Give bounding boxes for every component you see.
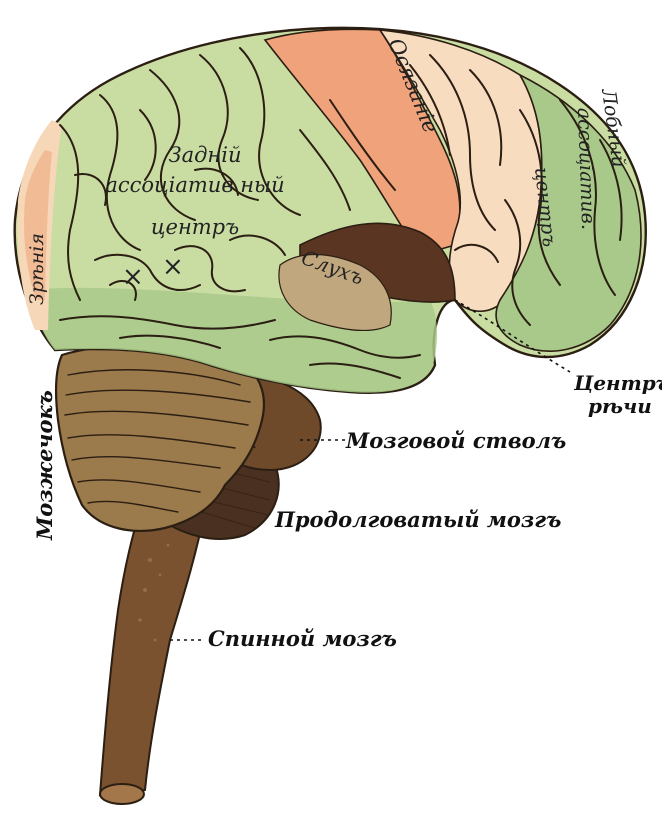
- speech-center-label-2: рѣчи: [588, 394, 652, 418]
- speech-center-label-1: Центръ: [573, 371, 662, 395]
- posterior-association-label-3: центръ: [151, 215, 239, 239]
- posterior-association-label-1: Задній: [169, 143, 242, 167]
- spinal-cord-label: Спинной мозгъ: [208, 626, 397, 651]
- marker-1: ×: [122, 262, 144, 292]
- spinal-cord: [100, 505, 205, 795]
- spinal-cord-cut: [100, 784, 144, 804]
- brainstem-label: Мозговой стволъ: [345, 428, 566, 453]
- medulla-label: Продолговатый мозгъ: [274, 507, 561, 532]
- anterior-association-label-2: ассоціатив.: [573, 107, 599, 230]
- vision-label: Зрѣнія: [26, 233, 48, 305]
- cerebellum-label: Мозжечокъ: [32, 390, 57, 541]
- marker-2: ×: [162, 252, 184, 282]
- posterior-association-label-2: ассоціатив ный: [105, 173, 284, 197]
